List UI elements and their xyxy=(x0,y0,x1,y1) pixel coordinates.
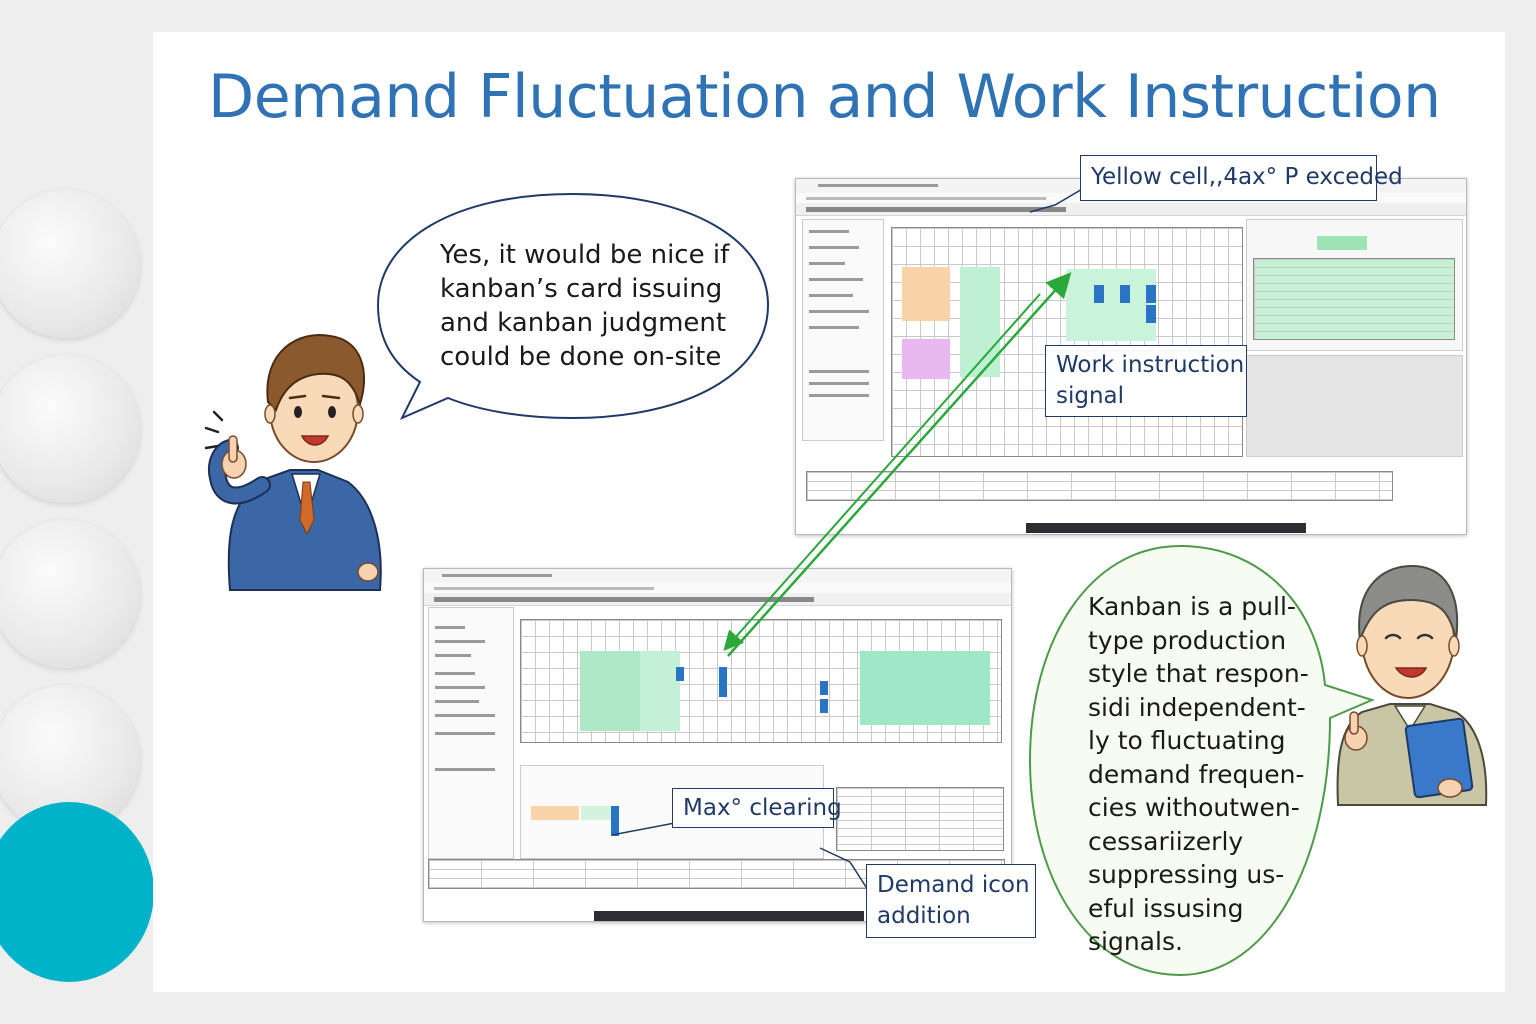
cell-purple xyxy=(902,339,950,379)
decor-circle-accent xyxy=(0,802,154,982)
callout-work-instruction: Work instruction signal xyxy=(1045,345,1247,417)
window-titlebar xyxy=(424,569,1011,584)
decor-circle-1 xyxy=(0,190,140,338)
bubble-line: signals. xyxy=(1088,927,1183,956)
bubble-line: could be done on-site xyxy=(440,342,722,372)
window-toolbar xyxy=(796,203,1466,216)
bubble-line: eful issusing xyxy=(1088,893,1244,923)
right-bubble-text: Kanban is a pull- type production style … xyxy=(1088,590,1309,959)
left-bubble-text: Yes, it would be nice if kanban’s card i… xyxy=(440,238,729,374)
right-table xyxy=(836,787,1004,851)
right-table-panel xyxy=(1246,219,1463,351)
bubble-line: suppressing us- xyxy=(1088,860,1285,889)
decor-circle-3 xyxy=(0,520,140,668)
callout-line: addition xyxy=(877,903,971,929)
callout-text: Max° clearing xyxy=(683,795,842,821)
bubble-line: type production xyxy=(1088,625,1287,655)
cell-green-band xyxy=(860,651,990,725)
slide-title: Demand Fluctuation and Work Instruction xyxy=(208,62,1441,132)
side-panel xyxy=(428,607,514,859)
window-taskbar xyxy=(1026,523,1306,533)
callout-line: Demand icon xyxy=(877,872,1030,898)
callout-line: signal xyxy=(1056,383,1125,409)
bubble-line: style that respon- xyxy=(1088,659,1309,688)
callout-yellow-cell: Yellow cell,,4ax° P exceded xyxy=(1080,155,1403,201)
window-taskbar xyxy=(594,911,864,921)
bubble-line: cies withoutwen- xyxy=(1088,793,1300,822)
cell-blue xyxy=(1146,285,1156,303)
cell-blue xyxy=(820,681,828,695)
grey-panel xyxy=(1246,355,1463,457)
cell-blue xyxy=(1146,305,1156,323)
bubble-line: sidi independent- xyxy=(1088,692,1306,722)
cell-green-col xyxy=(640,651,680,731)
bubble-line: ly to fluctuating xyxy=(1088,726,1286,755)
window-toolbar xyxy=(424,593,1011,606)
bubble-line: Kanban is a pull- xyxy=(1088,592,1296,621)
bubble-line: demand frequen- xyxy=(1088,759,1305,789)
callout-line: Work instruction xyxy=(1056,352,1245,378)
cell-green-col xyxy=(960,267,1000,377)
cell-blue xyxy=(820,699,828,713)
bubble-line: and kanban judgment xyxy=(440,308,727,338)
cell-green-col xyxy=(580,651,640,731)
cell-orange xyxy=(902,267,950,321)
bubble-line: kanban’s card issuing xyxy=(440,274,723,304)
side-panel xyxy=(802,219,884,441)
bottom-table xyxy=(806,471,1393,501)
callout-max-clearing: Max° clearing xyxy=(672,788,842,828)
callout-text: Yellow cell,,4ax° P exceded xyxy=(1091,164,1403,190)
cell-blue xyxy=(676,667,684,681)
cell-blue xyxy=(1094,285,1104,303)
bubble-line: cessariizerly xyxy=(1088,826,1244,856)
cell-blue xyxy=(719,667,727,697)
callout-demand-icon: Demand icon addition xyxy=(866,864,1036,938)
bubble-line: Yes, it would be nice if xyxy=(440,240,730,270)
decor-circle-2 xyxy=(0,355,140,503)
cell-green-band xyxy=(1066,269,1156,341)
window-menubar xyxy=(424,583,1011,593)
cell-blue xyxy=(1120,285,1130,303)
